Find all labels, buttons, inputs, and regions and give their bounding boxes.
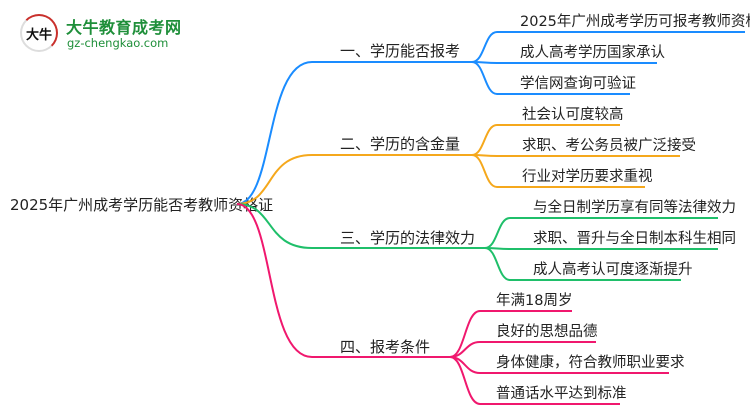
logo-name: 大牛教育成考网 — [66, 18, 182, 37]
branch-3-connector — [236, 203, 485, 249]
branch-1-label: 一、学历能否报考 — [340, 42, 460, 60]
root-topic: 2025年广州成考学历能否考教师资格证 — [10, 196, 273, 214]
leaf-4-1-connector — [449, 310, 572, 358]
leaf-1-3: 学信网查询可验证 — [520, 75, 636, 92]
leaf-3-2: 求职、晋升与全日制本科生相同 — [533, 229, 736, 247]
leaf-4-3: 身体健康，符合教师职业要求 — [496, 354, 685, 371]
leaf-3-1: 与全日制学历享有同等法律效力 — [533, 198, 736, 216]
leaf-3-3-connector — [484, 247, 681, 281]
branch-2-label: 二、学历的含金量 — [340, 135, 460, 153]
leaf-3-1-connector — [484, 217, 718, 249]
leaf-1-2: 成人高考学历国家承认 — [520, 44, 665, 61]
branch-2-connector — [236, 154, 472, 205]
leaf-2-3: 行业对学历要求重视 — [522, 168, 653, 185]
leaf-2-1-connector — [471, 124, 620, 156]
leaf-4-4-connector — [449, 356, 620, 405]
leaf-3-3: 成人高考认可度逐渐提升 — [533, 261, 693, 278]
branch-3-label: 三、学历的法律效力 — [340, 229, 475, 247]
leaf-4-1: 年满18周岁 — [496, 292, 572, 309]
site-logo: 大牛 大牛教育成考网 gz-chengkao.com — [14, 12, 184, 52]
leaf-4-4: 普通话水平达到标准 — [496, 385, 627, 402]
branch-1-connector — [236, 61, 472, 205]
logo-url: gz-chengkao.com — [67, 36, 169, 50]
leaf-2-2-connector — [471, 154, 680, 157]
branch-4-label: 四、报考条件 — [340, 338, 430, 356]
leaf-1-2-connector — [471, 61, 657, 64]
leaf-2-3-connector — [471, 154, 645, 188]
leaf-1-3-connector — [471, 61, 630, 95]
logo-mark-icon: 大牛 — [20, 14, 58, 52]
leaf-4-2: 良好的思想品德 — [496, 323, 598, 340]
leaf-2-2: 求职、考公务员被广泛接受 — [522, 137, 696, 154]
leaf-2-1: 社会认可度较高 — [522, 105, 624, 123]
leaf-1-1: 2025年广州成考学历可报考教师资格证 — [520, 13, 750, 30]
leaf-1-1-connector — [471, 31, 745, 63]
branch-4-connector — [236, 203, 450, 358]
leaf-3-2-connector — [484, 247, 718, 250]
